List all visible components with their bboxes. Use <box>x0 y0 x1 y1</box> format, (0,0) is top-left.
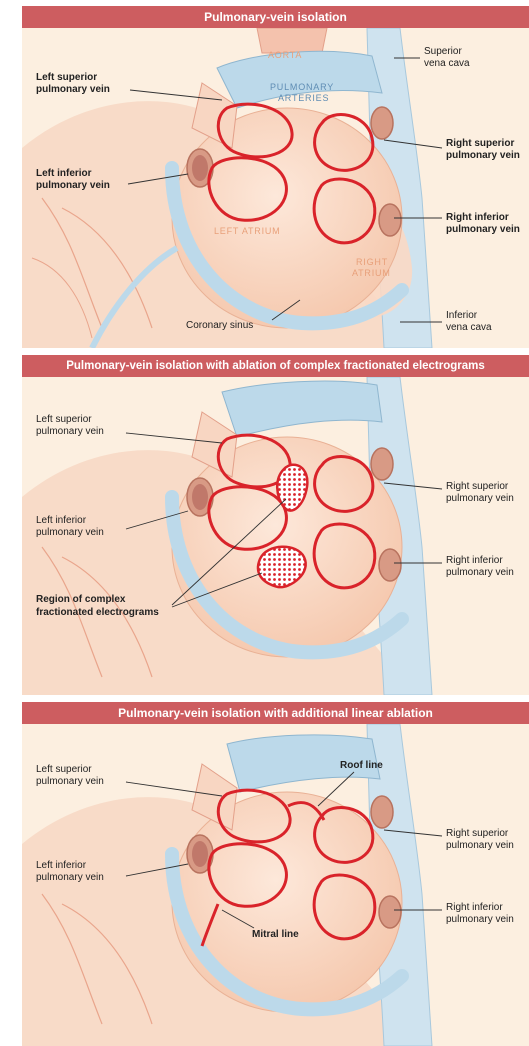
superior-vena-cava-label: Superior <box>424 46 462 57</box>
left-inferior-label: pulmonary vein <box>36 180 110 191</box>
right-superior-vein-opening <box>371 448 393 480</box>
left-inferior-vein-lumen <box>192 841 208 867</box>
right-superior-vein-opening <box>371 107 393 139</box>
left-superior-label: pulmonary vein <box>36 776 104 787</box>
left-superior-label: pulmonary vein <box>36 84 110 95</box>
left-atrium-label: LEFT ATRIUM <box>214 226 280 236</box>
heart-diagram: AORTA PULMONARY ARTERIES LEFT ATRIUM RIG… <box>22 28 529 348</box>
pulmonary-arteries <box>222 381 382 437</box>
right-inferior-vein-opening <box>379 549 401 581</box>
right-inferior-label: pulmonary vein <box>446 567 514 578</box>
coronary-sinus-label: Coronary sinus <box>186 320 253 331</box>
left-superior-label: Left superior <box>36 414 92 425</box>
panel-pulmonary-vein-isolation: Pulmonary-vein isolation <box>22 6 529 348</box>
left-inferior-vein-lumen <box>192 484 208 510</box>
roof-line-label: Roof line <box>340 760 383 771</box>
left-superior-label: Left superior <box>36 72 97 83</box>
pulmonary-arteries-label: ARTERIES <box>278 93 329 103</box>
right-superior-label: Right superior <box>446 828 509 839</box>
right-superior-label: pulmonary vein <box>446 840 514 851</box>
pulmonary-arteries-label: PULMONARY <box>270 82 334 92</box>
left-inferior-label: pulmonary vein <box>36 872 104 883</box>
right-inferior-label: Right inferior <box>446 555 503 566</box>
left-atrium <box>172 792 402 1012</box>
right-inferior-label: pulmonary vein <box>446 224 520 235</box>
panel-pvi-with-cfe-ablation: Pulmonary-vein isolation with ablation o… <box>22 355 529 695</box>
left-inferior-label: Left inferior <box>36 860 87 871</box>
left-inferior-label: Left inferior <box>36 168 92 179</box>
right-inferior-label: pulmonary vein <box>446 914 514 925</box>
heart-diagram: Left superior pulmonary vein Left inferi… <box>22 724 529 1046</box>
right-superior-label: pulmonary vein <box>446 493 514 504</box>
inferior-vena-cava-label: vena cava <box>446 322 492 333</box>
right-superior-label: Right superior <box>446 138 514 149</box>
left-inferior-vein-lumen <box>192 155 208 181</box>
heart-diagram: Left superior pulmonary vein Left inferi… <box>22 377 529 695</box>
left-superior-label: pulmonary vein <box>36 426 104 437</box>
left-superior-label: Left superior <box>36 764 92 775</box>
panel-pvi-with-linear-ablation: Pulmonary-vein isolation with additional… <box>22 702 529 1046</box>
right-inferior-vein-opening <box>379 896 401 928</box>
cfe-region-label: fractionated electrograms <box>36 607 159 618</box>
right-superior-vein-opening <box>371 796 393 828</box>
right-inferior-label: Right inferior <box>446 212 509 223</box>
right-atrium-label: ATRIUM <box>352 268 391 278</box>
right-inferior-label: Right inferior <box>446 902 503 913</box>
right-atrium-label: RIGHT <box>356 257 388 267</box>
left-atrium <box>172 108 402 328</box>
left-inferior-label: Left inferior <box>36 515 87 526</box>
superior-vena-cava-label: vena cava <box>424 58 470 69</box>
panel-header: Pulmonary-vein isolation with additional… <box>22 702 529 724</box>
panel-header: Pulmonary-vein isolation <box>22 6 529 28</box>
panel-header: Pulmonary-vein isolation with ablation o… <box>22 355 529 377</box>
left-inferior-label: pulmonary vein <box>36 527 104 538</box>
right-superior-label: pulmonary vein <box>446 150 520 161</box>
right-superior-label: Right superior <box>446 481 509 492</box>
aorta-label: AORTA <box>268 50 302 60</box>
right-inferior-vein-opening <box>379 204 401 236</box>
cfe-region-label: Region of complex <box>36 594 126 605</box>
inferior-vena-cava-label: Inferior <box>446 310 478 321</box>
mitral-line-label: Mitral line <box>252 929 299 940</box>
